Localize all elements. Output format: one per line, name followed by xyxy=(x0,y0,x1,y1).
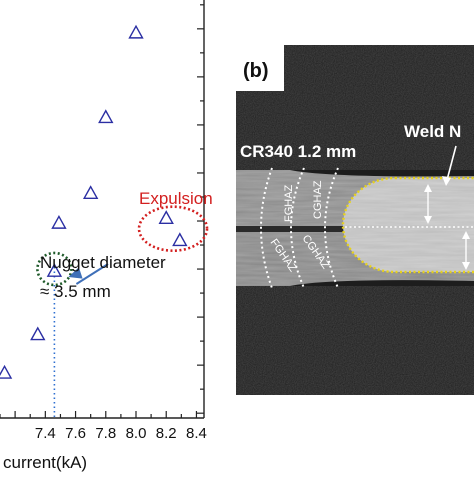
weld-label: Weld N xyxy=(404,122,461,141)
nugget-label-line1: Nugget diameter xyxy=(40,253,166,272)
panel-label: (b) xyxy=(243,60,269,82)
expulsion-circle xyxy=(137,205,209,252)
thickness-arrowhead-low-bottom xyxy=(462,262,470,270)
haz-boundary-outer xyxy=(260,167,273,289)
thickness-arrowhead-low-top xyxy=(462,231,470,239)
data-point xyxy=(128,24,144,39)
haz-label-cghaz-top: CGHAZ xyxy=(312,180,324,219)
data-points xyxy=(0,24,188,379)
nugget-label-line2: ≈ 3.5 mm xyxy=(40,282,111,301)
x-tick-label: 8.2 xyxy=(156,425,177,442)
haz-boundary-inner xyxy=(324,167,339,289)
data-point xyxy=(30,326,46,341)
x-tick-label: 7.6 xyxy=(65,425,86,442)
x-tick-label: 7.8 xyxy=(95,425,116,442)
nugget-arrow xyxy=(75,263,109,285)
nugget-outline xyxy=(341,176,474,274)
y-ticks xyxy=(197,4,204,414)
haz-boundary-mid xyxy=(290,167,305,289)
sheet-interface xyxy=(236,226,386,232)
data-point xyxy=(82,185,99,200)
data-point xyxy=(46,263,63,277)
upper-indent xyxy=(290,170,474,177)
haz-label-fghaz-top: FGHAZ xyxy=(283,184,295,222)
nugget-circle xyxy=(36,251,73,287)
x-tick-label: 8.4 xyxy=(186,425,207,442)
data-point xyxy=(98,109,114,124)
thickness-arrowhead-bottom xyxy=(424,216,432,224)
data-point xyxy=(158,210,174,225)
x-tick-label: 8.0 xyxy=(126,425,147,442)
expulsion-label: Expulsion xyxy=(139,189,213,208)
data-point xyxy=(0,364,13,379)
x-axis-label: 7current(kA) xyxy=(3,453,87,472)
x-tick-labels: 7.4 7.6 7.8 8.0 8.2 8.4 xyxy=(35,425,207,442)
weld-pointer-head xyxy=(442,176,451,186)
material-label: CR340 1.2 mm xyxy=(240,142,356,161)
x-ticks xyxy=(0,411,198,418)
weld-nugget-texture xyxy=(343,178,474,272)
thickness-arrowhead-top xyxy=(424,184,432,192)
data-point xyxy=(172,232,188,247)
nugget-arrowhead xyxy=(68,267,83,279)
micrograph-panel: FGHAZ CGHAZ CGHAZ FGHAZ (b) CR340 1.2 mm… xyxy=(236,45,474,395)
x-tick-label: 7.4 xyxy=(35,425,56,442)
scatter-plot: 7.4 7.6 7.8 8.0 8.2 8.4 Expulsion Nugget diam… xyxy=(0,0,213,472)
panel-label-box xyxy=(236,45,284,91)
lower-indent xyxy=(290,280,474,286)
x-axis-label-text: current(kA) xyxy=(3,453,87,472)
weld-pointer xyxy=(446,145,457,181)
data-point xyxy=(51,214,67,229)
